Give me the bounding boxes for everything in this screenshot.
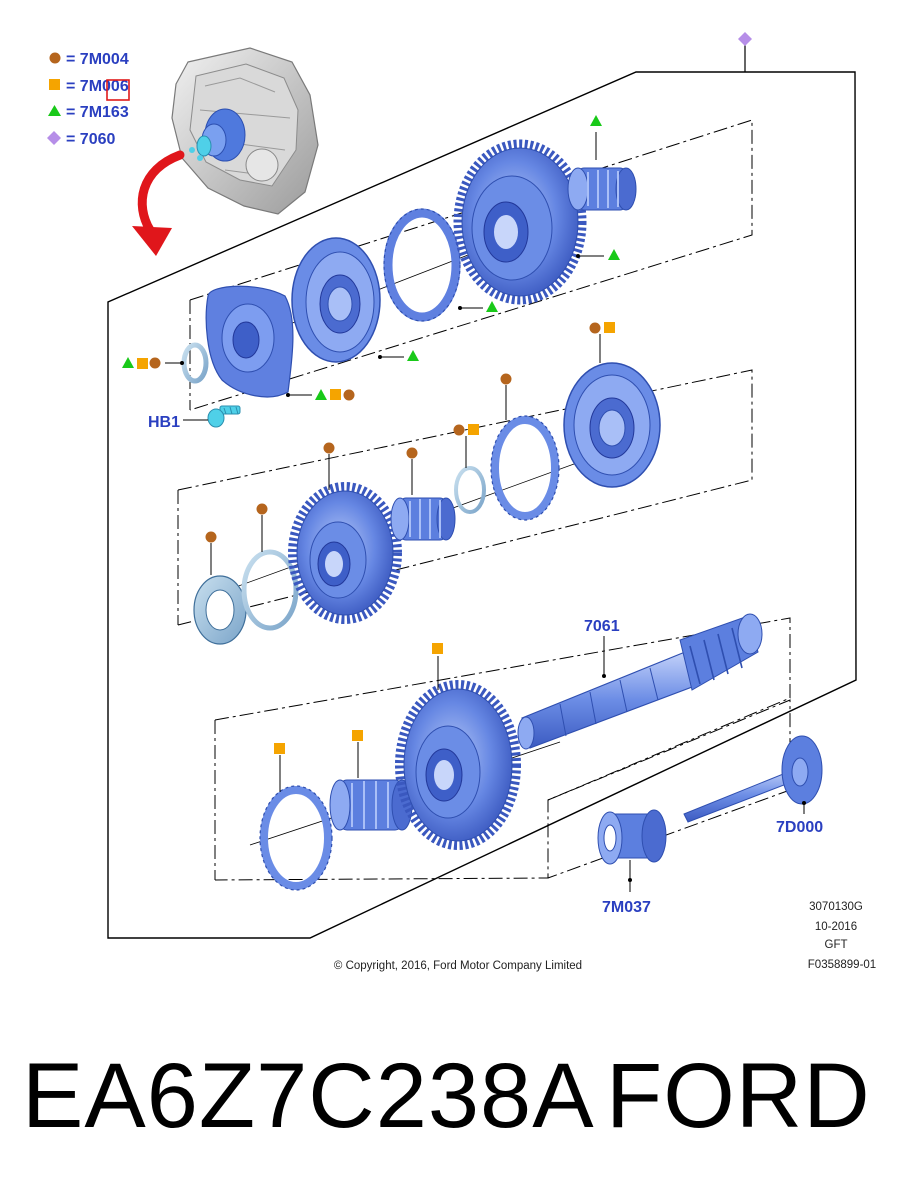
square-marker-icon <box>352 730 363 741</box>
triangle-marker-icon <box>48 105 61 116</box>
diamond-marker-icon <box>47 131 61 145</box>
square-marker-icon <box>330 389 341 400</box>
part-number: EA6Z7C238A <box>22 1045 595 1147</box>
callout-7d000: 7D000 <box>776 819 823 836</box>
triangle-marker-icon <box>590 115 602 126</box>
square-marker-icon <box>468 424 479 435</box>
circle-marker-icon <box>149 357 161 369</box>
square-marker-icon <box>274 743 285 754</box>
legend-item-7m163: = 7M163 <box>48 104 129 121</box>
illustration-code: 3070130G <box>809 901 863 913</box>
section-3: 7061 7D000 7M037 <box>214 613 823 916</box>
illustration-date: 10-2016 <box>815 921 857 933</box>
output-shaft <box>517 613 763 750</box>
triangle-marker-icon <box>486 301 498 312</box>
callout-7m037: 7M037 <box>602 899 651 916</box>
circle-marker-icon <box>453 424 465 436</box>
legend-label: = 7M163 <box>66 104 129 121</box>
needle-bearing <box>567 167 637 211</box>
square-marker-icon <box>49 79 60 90</box>
diamond-marker-icon <box>738 32 752 46</box>
transmission-case-icon <box>171 47 319 215</box>
circle-marker-icon <box>49 52 61 64</box>
shaft-seal <box>683 735 823 823</box>
snap-ring <box>241 549 299 631</box>
illustration-ref: F0358899-01 <box>808 959 876 971</box>
exploded-diagram: = 7M004 = 7M006 = 7M163 = 7060 <box>47 32 876 972</box>
needle-bearing <box>329 779 413 831</box>
circle-marker-icon <box>205 531 217 543</box>
legend-item-7m006: = 7M006 <box>49 78 130 101</box>
snap-ring <box>454 466 486 514</box>
brand-name: FORD <box>606 1045 871 1147</box>
assembly-frame <box>107 32 857 939</box>
info-block: 3070130G 10-2016 GFT F0358899-01 © Copyr… <box>334 901 876 972</box>
legend-label: = 7060 <box>66 131 115 148</box>
triangle-marker-icon <box>122 357 134 368</box>
roller-bearing <box>597 809 667 865</box>
red-arrow-icon <box>132 150 185 256</box>
gear <box>453 139 587 305</box>
retainer-plate <box>205 285 294 398</box>
copyright-text: © Copyright, 2016, Ford Motor Company Li… <box>334 960 582 972</box>
highlight-box <box>106 79 130 101</box>
square-marker-icon <box>432 643 443 654</box>
legend: = 7M004 = 7M006 = 7M163 = 7060 <box>47 51 130 148</box>
synchro-ring <box>490 415 560 521</box>
diagram-area: = 7M004 = 7M006 = 7M163 = 7060 <box>47 32 876 972</box>
triangle-marker-icon <box>608 249 620 260</box>
circle-marker-icon <box>589 322 601 334</box>
legend-item-7060: = 7060 <box>47 131 115 148</box>
triangle-marker-icon <box>407 350 419 361</box>
section-2 <box>177 322 753 645</box>
legend-label: = 7M006 <box>66 78 129 95</box>
circle-marker-icon <box>343 389 355 401</box>
callout-7061: 7061 <box>584 618 620 635</box>
circle-marker-icon <box>406 447 418 459</box>
illustration-lang: GFT <box>825 939 848 951</box>
snap-ring <box>181 342 209 384</box>
legend-item-7m004: = 7M004 <box>49 51 129 68</box>
synchro-ring <box>259 785 333 891</box>
section-1: HB1 <box>122 115 753 431</box>
legend-label: = 7M004 <box>66 51 129 68</box>
gear <box>288 482 402 624</box>
thrust-washer <box>193 575 247 645</box>
square-marker-icon <box>137 358 148 369</box>
synchro-ring <box>383 208 461 322</box>
needle-bearing <box>390 497 456 541</box>
square-marker-icon <box>604 322 615 333</box>
bolt-icon <box>207 405 241 428</box>
synchronizer-hub <box>563 362 661 488</box>
circle-marker-icon <box>256 503 268 515</box>
callout-hb1: HB1 <box>148 414 180 431</box>
synchronizer-hub <box>291 237 381 363</box>
gear <box>395 680 521 850</box>
triangle-marker-icon <box>315 389 327 400</box>
circle-marker-icon <box>323 442 335 454</box>
circle-marker-icon <box>500 373 512 385</box>
